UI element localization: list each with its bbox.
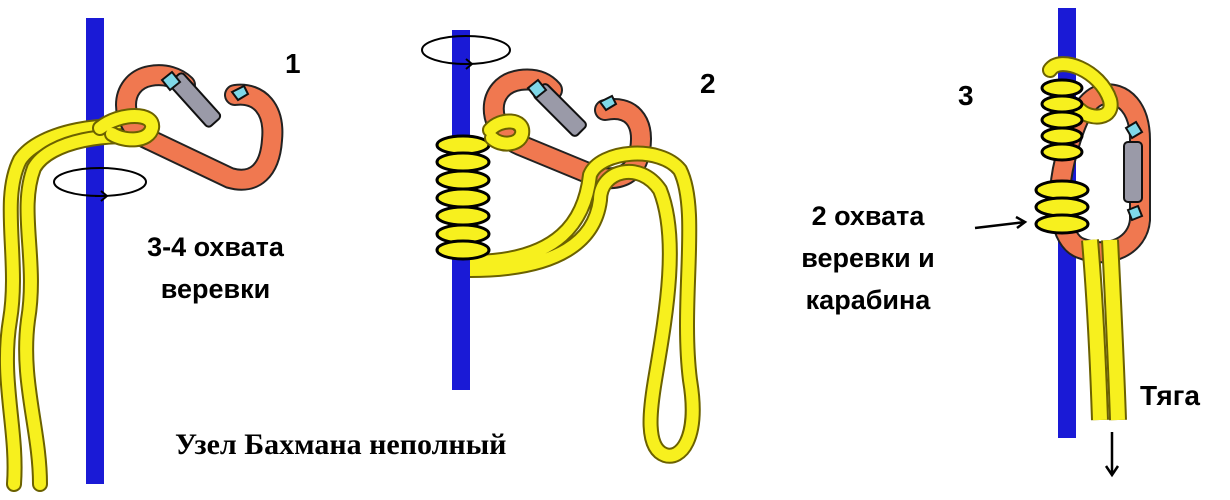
rope-wraps-2 bbox=[435, 134, 491, 261]
step-3-caption: 2 охвата веревки и карабина bbox=[778, 195, 958, 321]
caption-line: 2 охвата bbox=[811, 201, 925, 231]
pull-label: Тяга bbox=[1140, 380, 1200, 411]
figure-3 bbox=[974, 8, 1151, 478]
gate-hinge-1 bbox=[160, 70, 182, 92]
wrap-pointer-arrow bbox=[974, 215, 1028, 230]
pull-arrow bbox=[1104, 432, 1120, 478]
step-number-1: 1 bbox=[285, 48, 301, 79]
rotation-arrow-1 bbox=[53, 167, 147, 202]
step-number-3: 3 bbox=[958, 80, 974, 111]
gate-latch-1 bbox=[230, 84, 250, 102]
caption-line: 3-4 охвата bbox=[147, 232, 284, 262]
caption-line: веревки bbox=[160, 274, 271, 304]
caption-line: карабина bbox=[805, 285, 931, 315]
rope-2 bbox=[469, 145, 701, 464]
diagram-title: Узел Бахмана неполный bbox=[175, 428, 507, 461]
pole-1 bbox=[86, 18, 104, 484]
step-1-caption: 3-4 охвата веревки bbox=[128, 226, 303, 310]
rope-1 bbox=[0, 118, 158, 492]
figure-1 bbox=[0, 18, 284, 492]
caption-line: веревки и bbox=[801, 243, 935, 273]
carabiner-gate-3 bbox=[1123, 141, 1143, 203]
rope-tail-3 bbox=[1081, 239, 1127, 421]
figure-2 bbox=[421, 30, 701, 464]
step-number-2: 2 bbox=[700, 68, 716, 99]
rope-wraps-3 bbox=[1034, 78, 1090, 235]
rotation-arrow-2 bbox=[421, 35, 511, 70]
